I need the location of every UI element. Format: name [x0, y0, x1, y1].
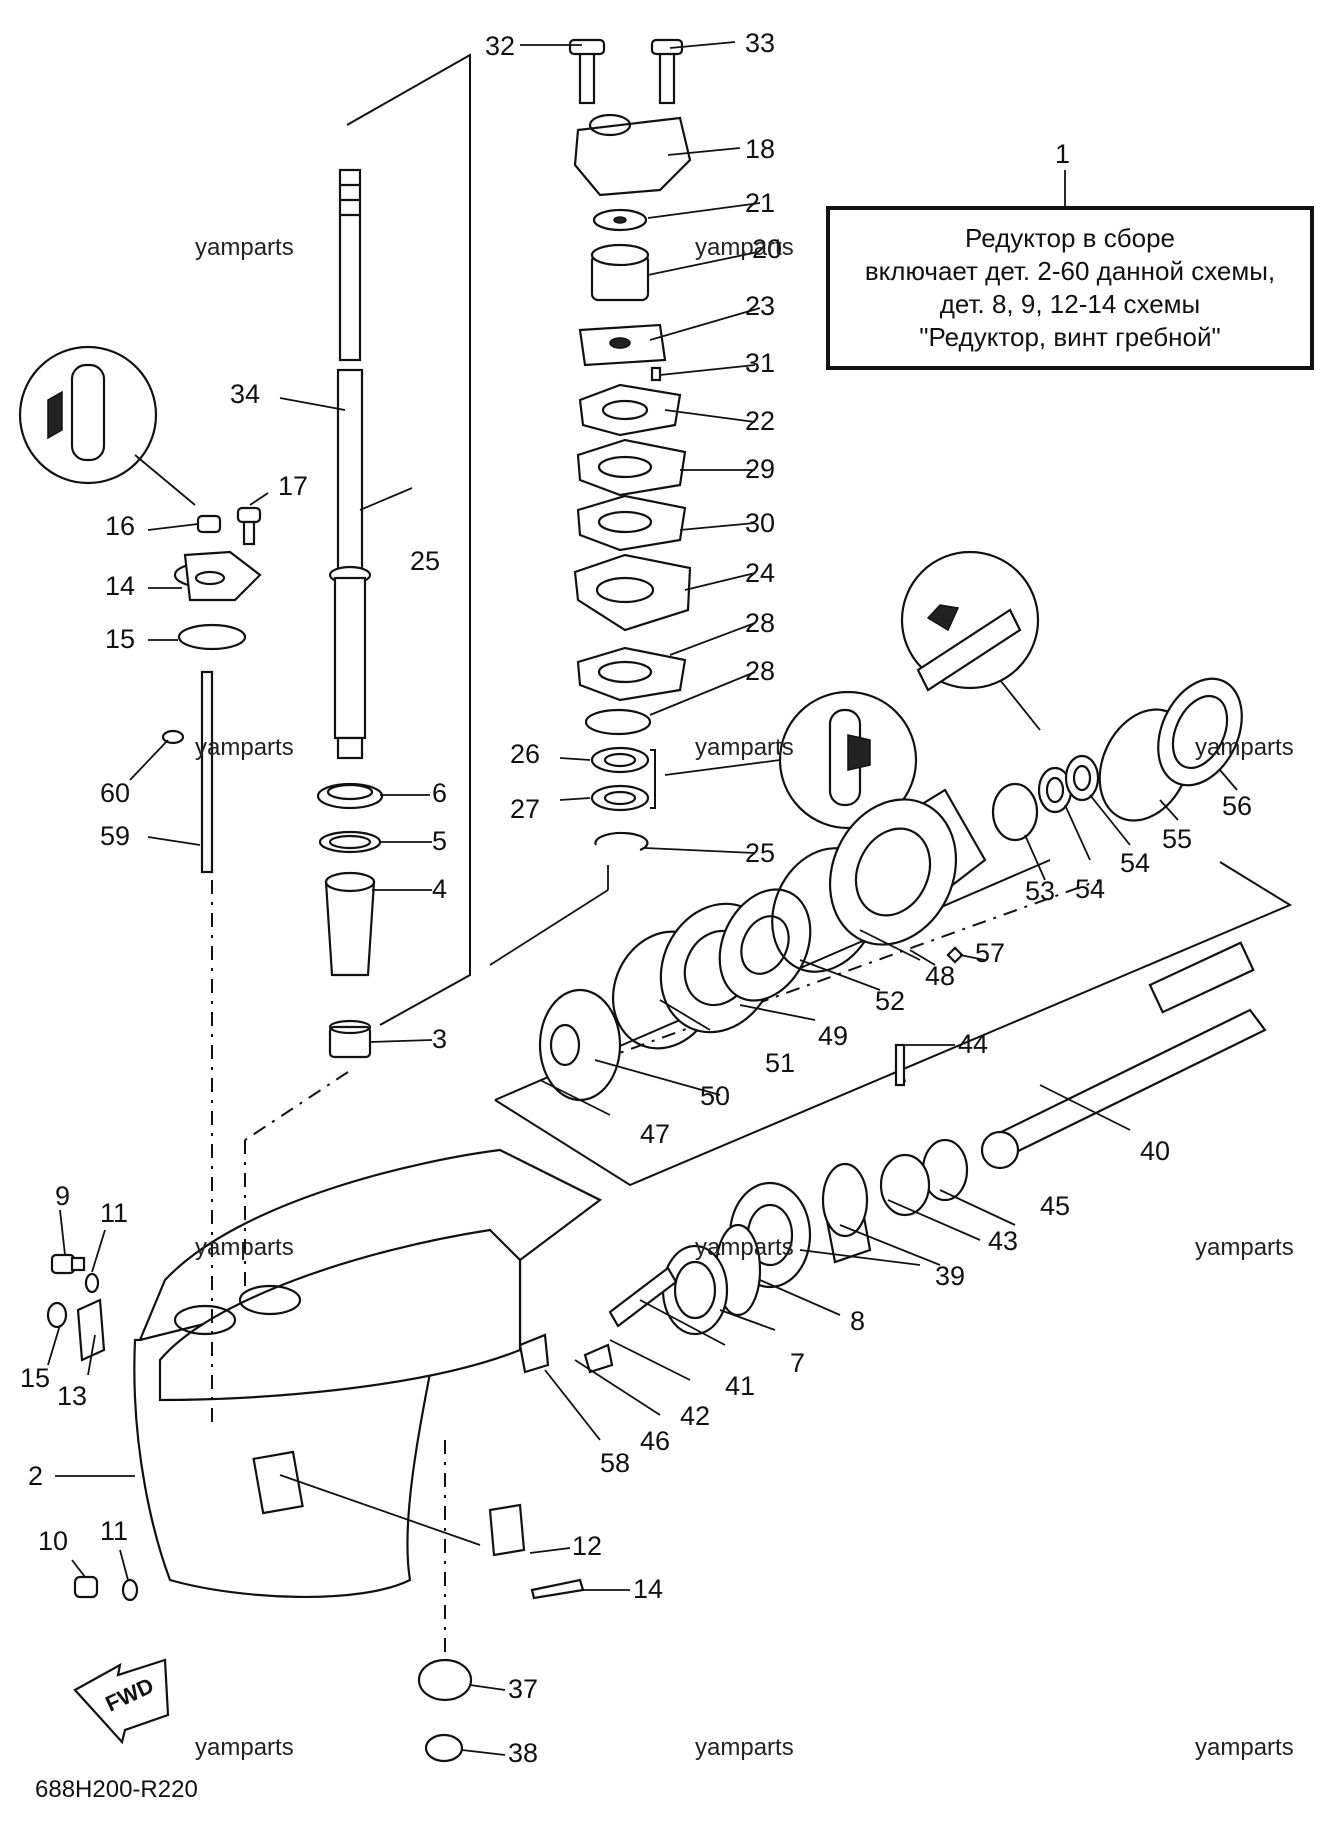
- part-label-7: 7: [790, 1348, 805, 1378]
- shift-rod-assembly: [161, 506, 262, 874]
- part-label-14: 14: [633, 1574, 663, 1604]
- part-label-39: 39: [935, 1261, 965, 1291]
- part-label-40: 40: [1140, 1136, 1170, 1166]
- note-line: Редуктор в сборе: [965, 223, 1175, 253]
- part-label: 12: [572, 1531, 602, 1561]
- watermark: yamparts: [195, 1734, 294, 1761]
- part-label: 13: [57, 1381, 87, 1411]
- watermark: yamparts: [195, 734, 294, 761]
- fasteners: [46, 1253, 585, 1763]
- part-label: 60: [100, 778, 130, 808]
- assembly-note: Редуктор в сборе включает дет. 2-60 данн…: [826, 206, 1314, 370]
- water-pump-stack: [568, 38, 692, 852]
- watermark: yamparts: [195, 1234, 294, 1261]
- part-label: 23: [745, 291, 775, 321]
- part-label: 2: [28, 1461, 43, 1491]
- part-label-15: 15: [20, 1363, 50, 1393]
- watermark: yamparts: [695, 1234, 794, 1261]
- watermark: yamparts: [695, 1734, 794, 1761]
- part-label: 10: [38, 1526, 68, 1556]
- part-label: 4: [432, 874, 447, 904]
- part-label: 22: [745, 406, 775, 436]
- part-label: 9: [55, 1181, 70, 1211]
- part-label-43: 43: [988, 1226, 1018, 1256]
- part-label: 16: [105, 511, 135, 541]
- watermark: yamparts: [1195, 734, 1294, 761]
- part-label-48: 48: [925, 961, 955, 991]
- part-label: 17: [278, 471, 308, 501]
- part-label: 33: [745, 28, 775, 58]
- part-label: 28: [745, 608, 775, 638]
- part-label: 11: [100, 1198, 128, 1228]
- part-label-53: 53: [1025, 876, 1055, 906]
- part-label: 18: [745, 134, 775, 164]
- part-label: 26: [510, 739, 540, 769]
- part-label: 29: [745, 454, 775, 484]
- part-label-8: 8: [850, 1306, 865, 1336]
- part-label: 15: [105, 624, 135, 654]
- drive-shaft: [328, 168, 372, 760]
- part-label-44: 44: [958, 1029, 988, 1059]
- note-line: "Редуктор, винт гребной": [919, 322, 1221, 352]
- part-label: 32: [485, 31, 515, 61]
- detail-circles: [18, 345, 1041, 830]
- part-label-47: 47: [640, 1119, 670, 1149]
- watermark: yamparts: [1195, 1234, 1294, 1261]
- part-label-57: 57: [975, 938, 1005, 968]
- part-label-45: 45: [1040, 1191, 1070, 1221]
- note-line: дет. 8, 9, 12-14 схемы: [939, 289, 1201, 319]
- part-label-25: 25: [410, 546, 440, 576]
- diagram-code: 688H200-R220: [35, 1776, 198, 1803]
- part-label: 28: [745, 656, 775, 686]
- part-label: 34: [230, 379, 260, 409]
- part-label: 6: [432, 778, 447, 808]
- part-label: 37: [508, 1674, 538, 1704]
- watermarks: yamparts yamparts yamparts yamparts yamp…: [195, 234, 1294, 1761]
- part-label-51: 51: [765, 1048, 795, 1078]
- part-label-49: 49: [818, 1021, 848, 1051]
- fwd-arrow: FWD: [73, 1658, 170, 1745]
- part-label-58: 58: [600, 1448, 630, 1478]
- part-label: 31: [745, 348, 775, 378]
- part-label-42: 42: [680, 1401, 710, 1431]
- part-label-46: 46: [640, 1426, 670, 1456]
- part-label: 24: [745, 558, 775, 588]
- part-label: 27: [510, 794, 540, 824]
- watermark: yamparts: [695, 734, 794, 761]
- part-label: 38: [508, 1738, 538, 1768]
- watermark: yamparts: [695, 234, 794, 261]
- drive-shaft-frame: [346, 53, 471, 1026]
- part-label-56: 56: [1222, 791, 1252, 821]
- watermark: yamparts: [195, 234, 294, 261]
- propeller-shaft-parts: [518, 677, 1267, 1374]
- note-line: включает дет. 2-60 данной схемы,: [864, 256, 1276, 286]
- part-label-55: 55: [1162, 824, 1192, 854]
- part-label: 11: [100, 1516, 128, 1546]
- part-label-50: 50: [700, 1081, 730, 1111]
- watermark: yamparts: [1195, 1734, 1294, 1761]
- part-label: 20: [752, 234, 782, 264]
- leader-lines: [47, 41, 1238, 1756]
- part-label: 21: [745, 188, 775, 218]
- part-label-41: 41: [725, 1371, 755, 1401]
- lower-casing: [133, 1148, 603, 1598]
- part-label: 59: [100, 821, 130, 851]
- part-labels: 32 33 18 21 20 23 31 22 29 30 24 28 28 2…: [20, 28, 1252, 1768]
- note-number: 1: [1055, 139, 1070, 169]
- part-label: 3: [432, 1024, 447, 1054]
- part-label: 5: [432, 826, 447, 856]
- part-label-54: 54: [1075, 874, 1105, 904]
- part-label: 25: [745, 838, 775, 868]
- part-label-52: 52: [875, 986, 905, 1016]
- drive-shaft-bearing-stack: [316, 782, 384, 1059]
- part-label: 14: [105, 571, 135, 601]
- part-label-54b: 54: [1120, 848, 1150, 878]
- part-label: 30: [745, 508, 775, 538]
